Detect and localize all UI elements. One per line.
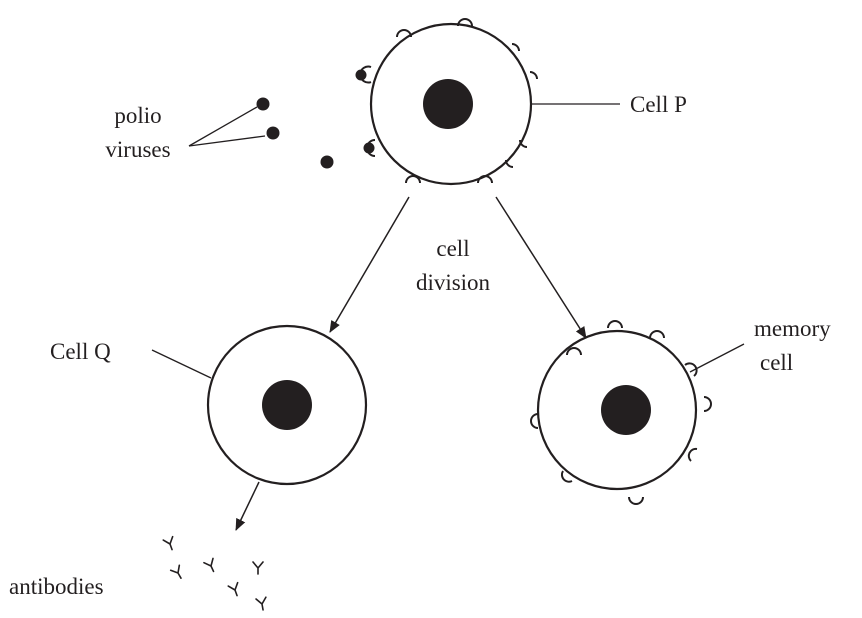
cell-q-nucleus [262,380,312,430]
receptor-icon [684,362,698,377]
receptor-icon [519,139,528,148]
receptor-icon [405,175,421,184]
cell-division-text-line1: cell [436,236,469,261]
bound-virus-icon [355,69,367,81]
memory-cell-nucleus [601,385,651,435]
cell-q [206,324,368,486]
cell-division-text-line2: division [416,270,491,295]
virus-icon [256,97,270,111]
cell-p-receptors [396,18,538,184]
memory-cell-label: memory cell [689,316,831,375]
receptor-icon [530,413,539,429]
receptor-icon [649,330,665,339]
cell-q-text: Cell Q [50,339,111,364]
receptor-icon [560,470,573,483]
leader-line [188,106,258,147]
bound-virus-icon [363,142,375,154]
cell-p-label: Cell P [531,92,687,117]
receptor-icon [396,29,412,38]
receptor-icon [566,347,582,356]
leader-line [188,135,266,147]
free-viruses [256,97,334,169]
receptor-icon [511,43,520,52]
receptor-icon [505,159,514,168]
viruses-text: viruses [105,137,170,162]
memory-text: memory [754,316,831,341]
antibody-icon [252,561,264,575]
virus-icon [266,126,280,140]
cell-p-nucleus [423,79,473,129]
arrow-to-memory-cell [495,196,587,339]
memory-cell-receptors [530,320,712,505]
antibody-icon [255,596,267,611]
leader-line [689,343,745,373]
arrow-to-cell-q [329,196,410,333]
polio-viruses-label: polio viruses [105,103,266,162]
polio-text: polio [114,103,161,128]
receptor-icon [457,18,473,27]
antibodies [162,535,267,611]
receptor-icon [703,396,712,412]
receptor-icon [628,496,644,505]
antibody-icon [203,557,215,573]
receptor-icon [529,71,538,80]
antibody-icon [169,564,182,579]
memory-cell-text: cell [760,350,793,375]
antibody-icon [162,535,174,551]
leader-line [151,349,212,379]
cell-division: cell division [329,196,587,339]
receptor-icon [687,447,698,462]
receptor-icon [477,175,493,184]
antibodies-text: antibodies [9,574,104,599]
memory-cell [530,320,712,505]
bound-viruses [355,65,376,157]
cell-q-label: Cell Q [50,339,212,379]
virus-icon [320,155,334,169]
receptor-icon [607,320,623,329]
antibody-icon [227,581,239,597]
cell-p [355,18,538,186]
arrow-to-antibodies [235,481,260,531]
cell-p-text: Cell P [630,92,687,117]
